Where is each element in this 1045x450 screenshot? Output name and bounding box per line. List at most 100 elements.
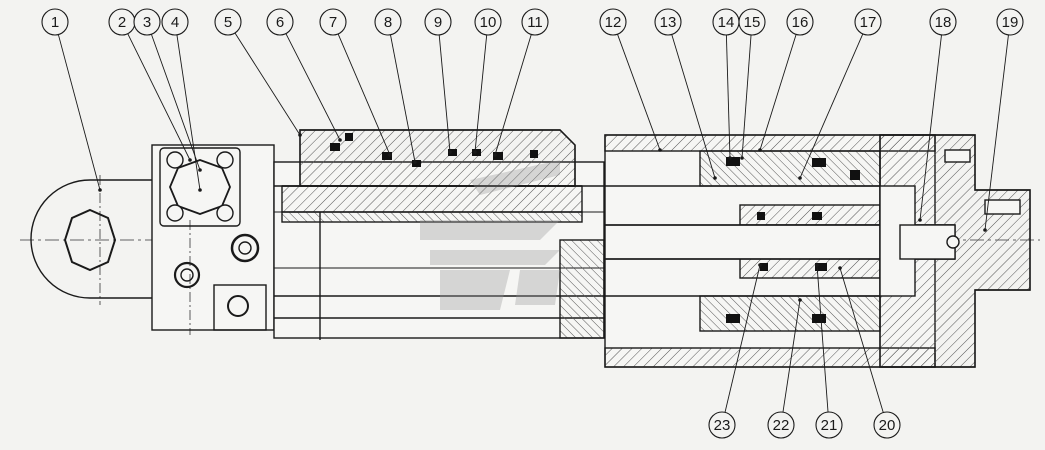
leader-dot-2 — [188, 158, 192, 162]
leader-line-1 — [57, 34, 101, 191]
callout-label-19: 19 — [1002, 14, 1019, 31]
callout-label-18: 18 — [935, 14, 952, 31]
callout-circle-3 — [133, 8, 161, 36]
callout-label-3: 3 — [143, 14, 151, 31]
callout-label-22: 22 — [773, 417, 790, 434]
leader-dot-19 — [983, 228, 987, 232]
callout-label-23: 23 — [714, 417, 731, 434]
leader-dot-11 — [493, 153, 497, 157]
leader-dot-17 — [798, 176, 802, 180]
leader-line-15 — [741, 34, 752, 159]
rod-eye — [30, 175, 152, 305]
leader-dot-8 — [413, 160, 417, 164]
leader-line-19 — [984, 34, 1009, 231]
leader-line-7 — [337, 33, 391, 156]
callout-label-15: 15 — [744, 14, 761, 31]
piston-seals — [726, 157, 860, 323]
leader-dot-4 — [198, 188, 202, 192]
callout-label-17: 17 — [860, 14, 877, 31]
callout-circle-10 — [474, 8, 502, 36]
callout-label-2: 2 — [118, 14, 126, 31]
leader-dot-22 — [798, 298, 802, 302]
callout-label-1: 1 — [51, 14, 59, 31]
callout-circle-1 — [41, 8, 69, 36]
callout-circle-15 — [738, 8, 766, 36]
logo-watermark-icon — [420, 160, 560, 310]
callout-label-12: 12 — [605, 14, 622, 31]
leader-line-12 — [617, 34, 661, 151]
callout-label-6: 6 — [276, 14, 284, 31]
leader-dot-20 — [838, 266, 842, 270]
leader-dot-5 — [298, 133, 302, 137]
leader-line-10 — [474, 34, 488, 153]
callout-circle-19 — [996, 8, 1024, 36]
callout-label-21: 21 — [821, 417, 838, 434]
callout-circle-23 — [708, 411, 736, 439]
leader-line-2 — [127, 33, 191, 161]
callout-circle-17 — [854, 8, 882, 36]
leader-line-11 — [494, 34, 532, 156]
leader-line-4 — [176, 34, 201, 191]
callout-label-11: 11 — [527, 14, 543, 31]
leader-line-17 — [799, 33, 864, 179]
callout-circle-21 — [815, 411, 843, 439]
leader-dot-21 — [815, 263, 819, 267]
leader-dot-10 — [473, 150, 477, 154]
callout-circle-4 — [161, 8, 189, 36]
leader-dot-12 — [658, 148, 662, 152]
callout-label-7: 7 — [329, 14, 337, 31]
leader-dot-18 — [918, 218, 922, 222]
callout-circle-18 — [929, 8, 957, 36]
callout-circle-8 — [374, 8, 402, 36]
leader-line-18 — [919, 34, 942, 221]
callout-circle-13 — [654, 8, 682, 36]
leader-dot-15 — [740, 156, 744, 160]
leader-dot-9 — [448, 150, 452, 154]
callout-circle-22 — [767, 411, 795, 439]
gland-head — [281, 129, 583, 223]
callout-circle-12 — [599, 8, 627, 36]
callout-circle-20 — [873, 411, 901, 439]
callout-circle-9 — [424, 8, 452, 36]
leader-dot-13 — [713, 176, 717, 180]
cap-end — [879, 134, 1031, 368]
leader-line-13 — [671, 34, 716, 179]
callout-label-9: 9 — [434, 14, 442, 31]
leader-dot-3 — [198, 168, 202, 172]
leader-line-21 — [816, 264, 829, 413]
callout-circle-5 — [214, 8, 242, 36]
callout-circle-11 — [521, 8, 549, 36]
leader-line-23 — [724, 264, 761, 413]
leader-lines — [57, 32, 1009, 413]
leader-line-5 — [234, 32, 301, 136]
leader-line-14 — [725, 34, 731, 159]
callout-circle-16 — [786, 8, 814, 36]
callout-label-16: 16 — [792, 14, 809, 31]
leader-dot-14 — [728, 156, 732, 160]
leader-line-8 — [390, 34, 416, 163]
callout-label-5: 5 — [224, 14, 232, 31]
leader-line-6 — [285, 33, 341, 141]
callout-label-10: 10 — [480, 14, 497, 31]
leader-line-22 — [782, 299, 801, 413]
callout-circle-7 — [319, 8, 347, 36]
leader-dot-16 — [758, 148, 762, 152]
callout-label-4: 4 — [171, 14, 179, 31]
leader-line-16 — [759, 34, 797, 151]
leader-dot-1 — [98, 188, 102, 192]
callout-label-8: 8 — [384, 14, 392, 31]
rod-end-block — [151, 144, 275, 335]
leader-line-3 — [150, 34, 201, 171]
leader-dot-7 — [388, 153, 392, 157]
callout-circle-6 — [266, 8, 294, 36]
callout-label-13: 13 — [660, 14, 677, 31]
leader-dot-6 — [338, 138, 342, 142]
callout-label-14: 14 — [718, 14, 735, 31]
leader-line-20 — [839, 267, 884, 413]
leader-dot-23 — [758, 263, 762, 267]
callout-label-20: 20 — [879, 417, 896, 434]
leader-line-9 — [438, 34, 451, 153]
